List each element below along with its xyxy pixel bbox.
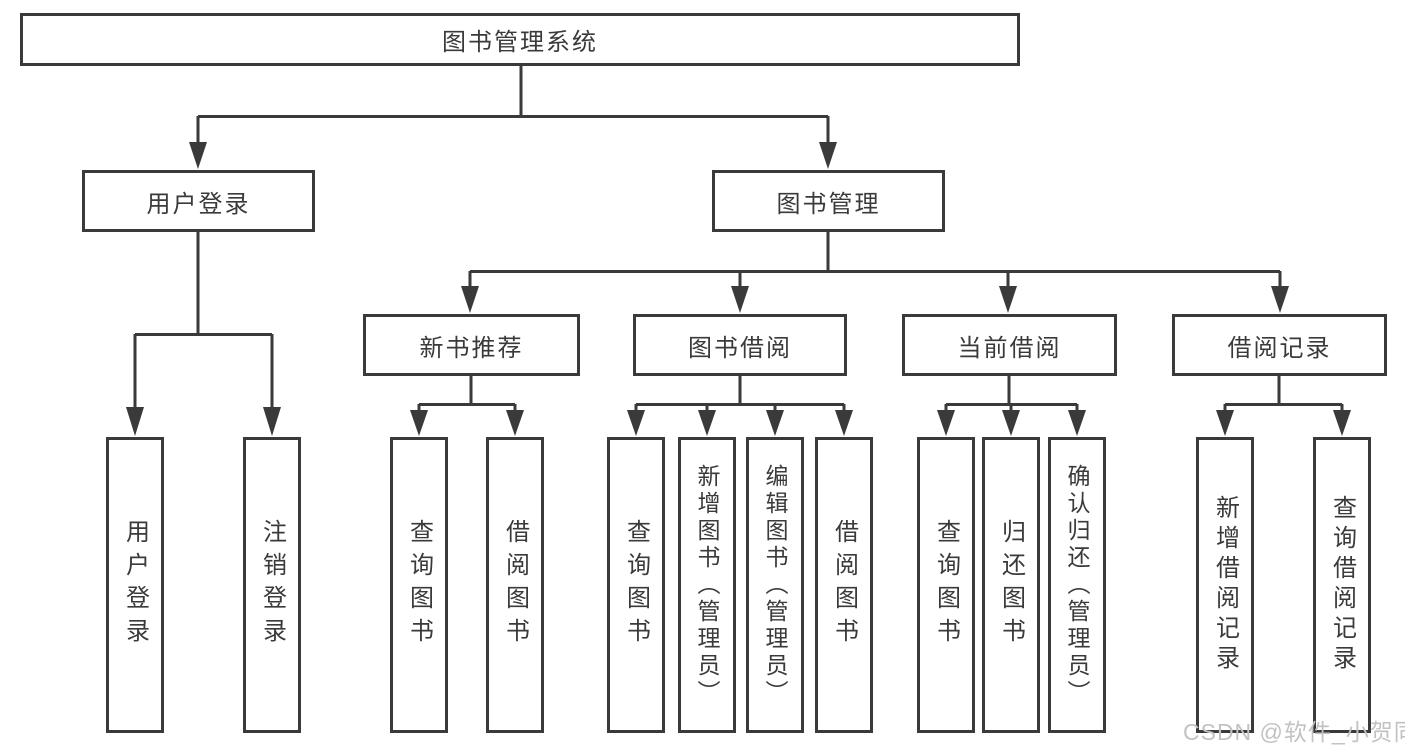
node-leaf-query-books-3-label: 查询图书 <box>932 519 960 651</box>
connector-current-borrow <box>937 376 1086 436</box>
node-leaf-return-books: 归还图书 <box>982 437 1040 733</box>
node-new-book-recommend-label: 新书推荐 <box>419 334 524 362</box>
node-leaf-query-borrow-record-label: 查询借阅记录 <box>1328 495 1356 675</box>
node-leaf-edit-books-admin: 编辑图书（管理员） <box>746 437 804 733</box>
node-new-book-recommend: 新书推荐 <box>363 314 580 376</box>
node-leaf-user-login: 用户登录 <box>106 437 164 733</box>
node-leaf-logout: 注销登录 <box>243 437 301 733</box>
node-book-borrow: 图书借阅 <box>633 314 847 376</box>
node-root-system: 图书管理系统 <box>20 13 1020 66</box>
node-book-management-label: 图书管理 <box>776 190 881 218</box>
node-book-management: 图书管理 <box>712 170 945 232</box>
node-user-login: 用户登录 <box>82 170 315 232</box>
node-leaf-confirm-return-admin-label: 确认归还（管理员） <box>1064 463 1090 707</box>
connector-borrow-records <box>1216 376 1351 436</box>
node-leaf-query-books-2-label: 查询图书 <box>622 519 650 651</box>
node-current-borrow: 当前借阅 <box>902 314 1117 376</box>
node-leaf-query-borrow-record: 查询借阅记录 <box>1313 437 1371 733</box>
node-leaf-logout-label: 注销登录 <box>258 519 286 651</box>
node-borrow-records-label: 借阅记录 <box>1227 334 1332 362</box>
node-leaf-query-books-2: 查询图书 <box>607 437 665 733</box>
node-leaf-borrow-books-2-label: 借阅图书 <box>830 519 858 651</box>
node-leaf-return-books-label: 归还图书 <box>997 519 1025 651</box>
connector-new-book <box>410 376 524 436</box>
node-root-system-label: 图书管理系统 <box>442 29 598 56</box>
connector-root <box>189 65 837 169</box>
node-leaf-add-books-admin: 新增图书（管理员） <box>678 437 736 733</box>
node-leaf-user-login-label: 用户登录 <box>121 519 149 651</box>
connector-book-management <box>461 232 1289 313</box>
node-leaf-borrow-books-2: 借阅图书 <box>815 437 873 733</box>
node-book-borrow-label: 图书借阅 <box>688 334 792 362</box>
connector-user-login <box>126 232 281 436</box>
connector-book-borrow <box>627 376 853 436</box>
node-borrow-records: 借阅记录 <box>1172 314 1387 376</box>
node-leaf-query-books-1: 查询图书 <box>390 437 448 733</box>
node-leaf-confirm-return-admin: 确认归还（管理员） <box>1048 437 1106 733</box>
node-leaf-edit-books-admin-label: 编辑图书（管理员） <box>762 463 788 707</box>
node-leaf-query-books-1-label: 查询图书 <box>405 519 433 651</box>
node-leaf-query-books-3: 查询图书 <box>917 437 975 733</box>
node-current-borrow-label: 当前借阅 <box>957 334 1062 362</box>
node-leaf-borrow-books-1-label: 借阅图书 <box>501 519 529 651</box>
node-leaf-add-borrow-record-label: 新增借阅记录 <box>1211 495 1239 675</box>
csdn-watermark: CSDN @软件_小贺同学 <box>1183 719 1405 745</box>
node-leaf-add-books-admin-label: 新增图书（管理员） <box>694 463 720 707</box>
node-user-login-label: 用户登录 <box>146 190 251 218</box>
node-leaf-borrow-books-1: 借阅图书 <box>486 437 544 733</box>
node-leaf-add-borrow-record: 新增借阅记录 <box>1196 437 1254 733</box>
